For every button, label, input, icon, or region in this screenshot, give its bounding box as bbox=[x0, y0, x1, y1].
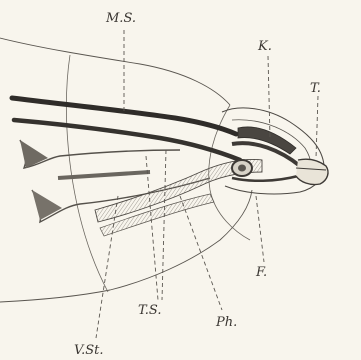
label-k: K. bbox=[257, 39, 272, 54]
fulcrum-core bbox=[238, 165, 246, 172]
label-t: T. bbox=[310, 81, 321, 96]
leader-ts-2 bbox=[162, 150, 166, 300]
body-outline-top bbox=[0, 38, 230, 105]
label-ph: Ph. bbox=[215, 315, 237, 330]
k-sclerite bbox=[238, 127, 296, 154]
label-vst: V.St. bbox=[74, 343, 104, 358]
appendage-lower-fill bbox=[32, 190, 62, 220]
label-f: F. bbox=[255, 265, 267, 280]
label-ts: T.S. bbox=[138, 303, 161, 318]
appendage-upper bbox=[20, 140, 180, 168]
leader-t bbox=[316, 96, 318, 158]
tip-structure bbox=[296, 159, 328, 184]
label-ms: M.S. bbox=[105, 11, 136, 26]
leader-f bbox=[256, 196, 264, 262]
appendage-upper-fill bbox=[20, 140, 48, 168]
leader-k bbox=[268, 56, 270, 138]
